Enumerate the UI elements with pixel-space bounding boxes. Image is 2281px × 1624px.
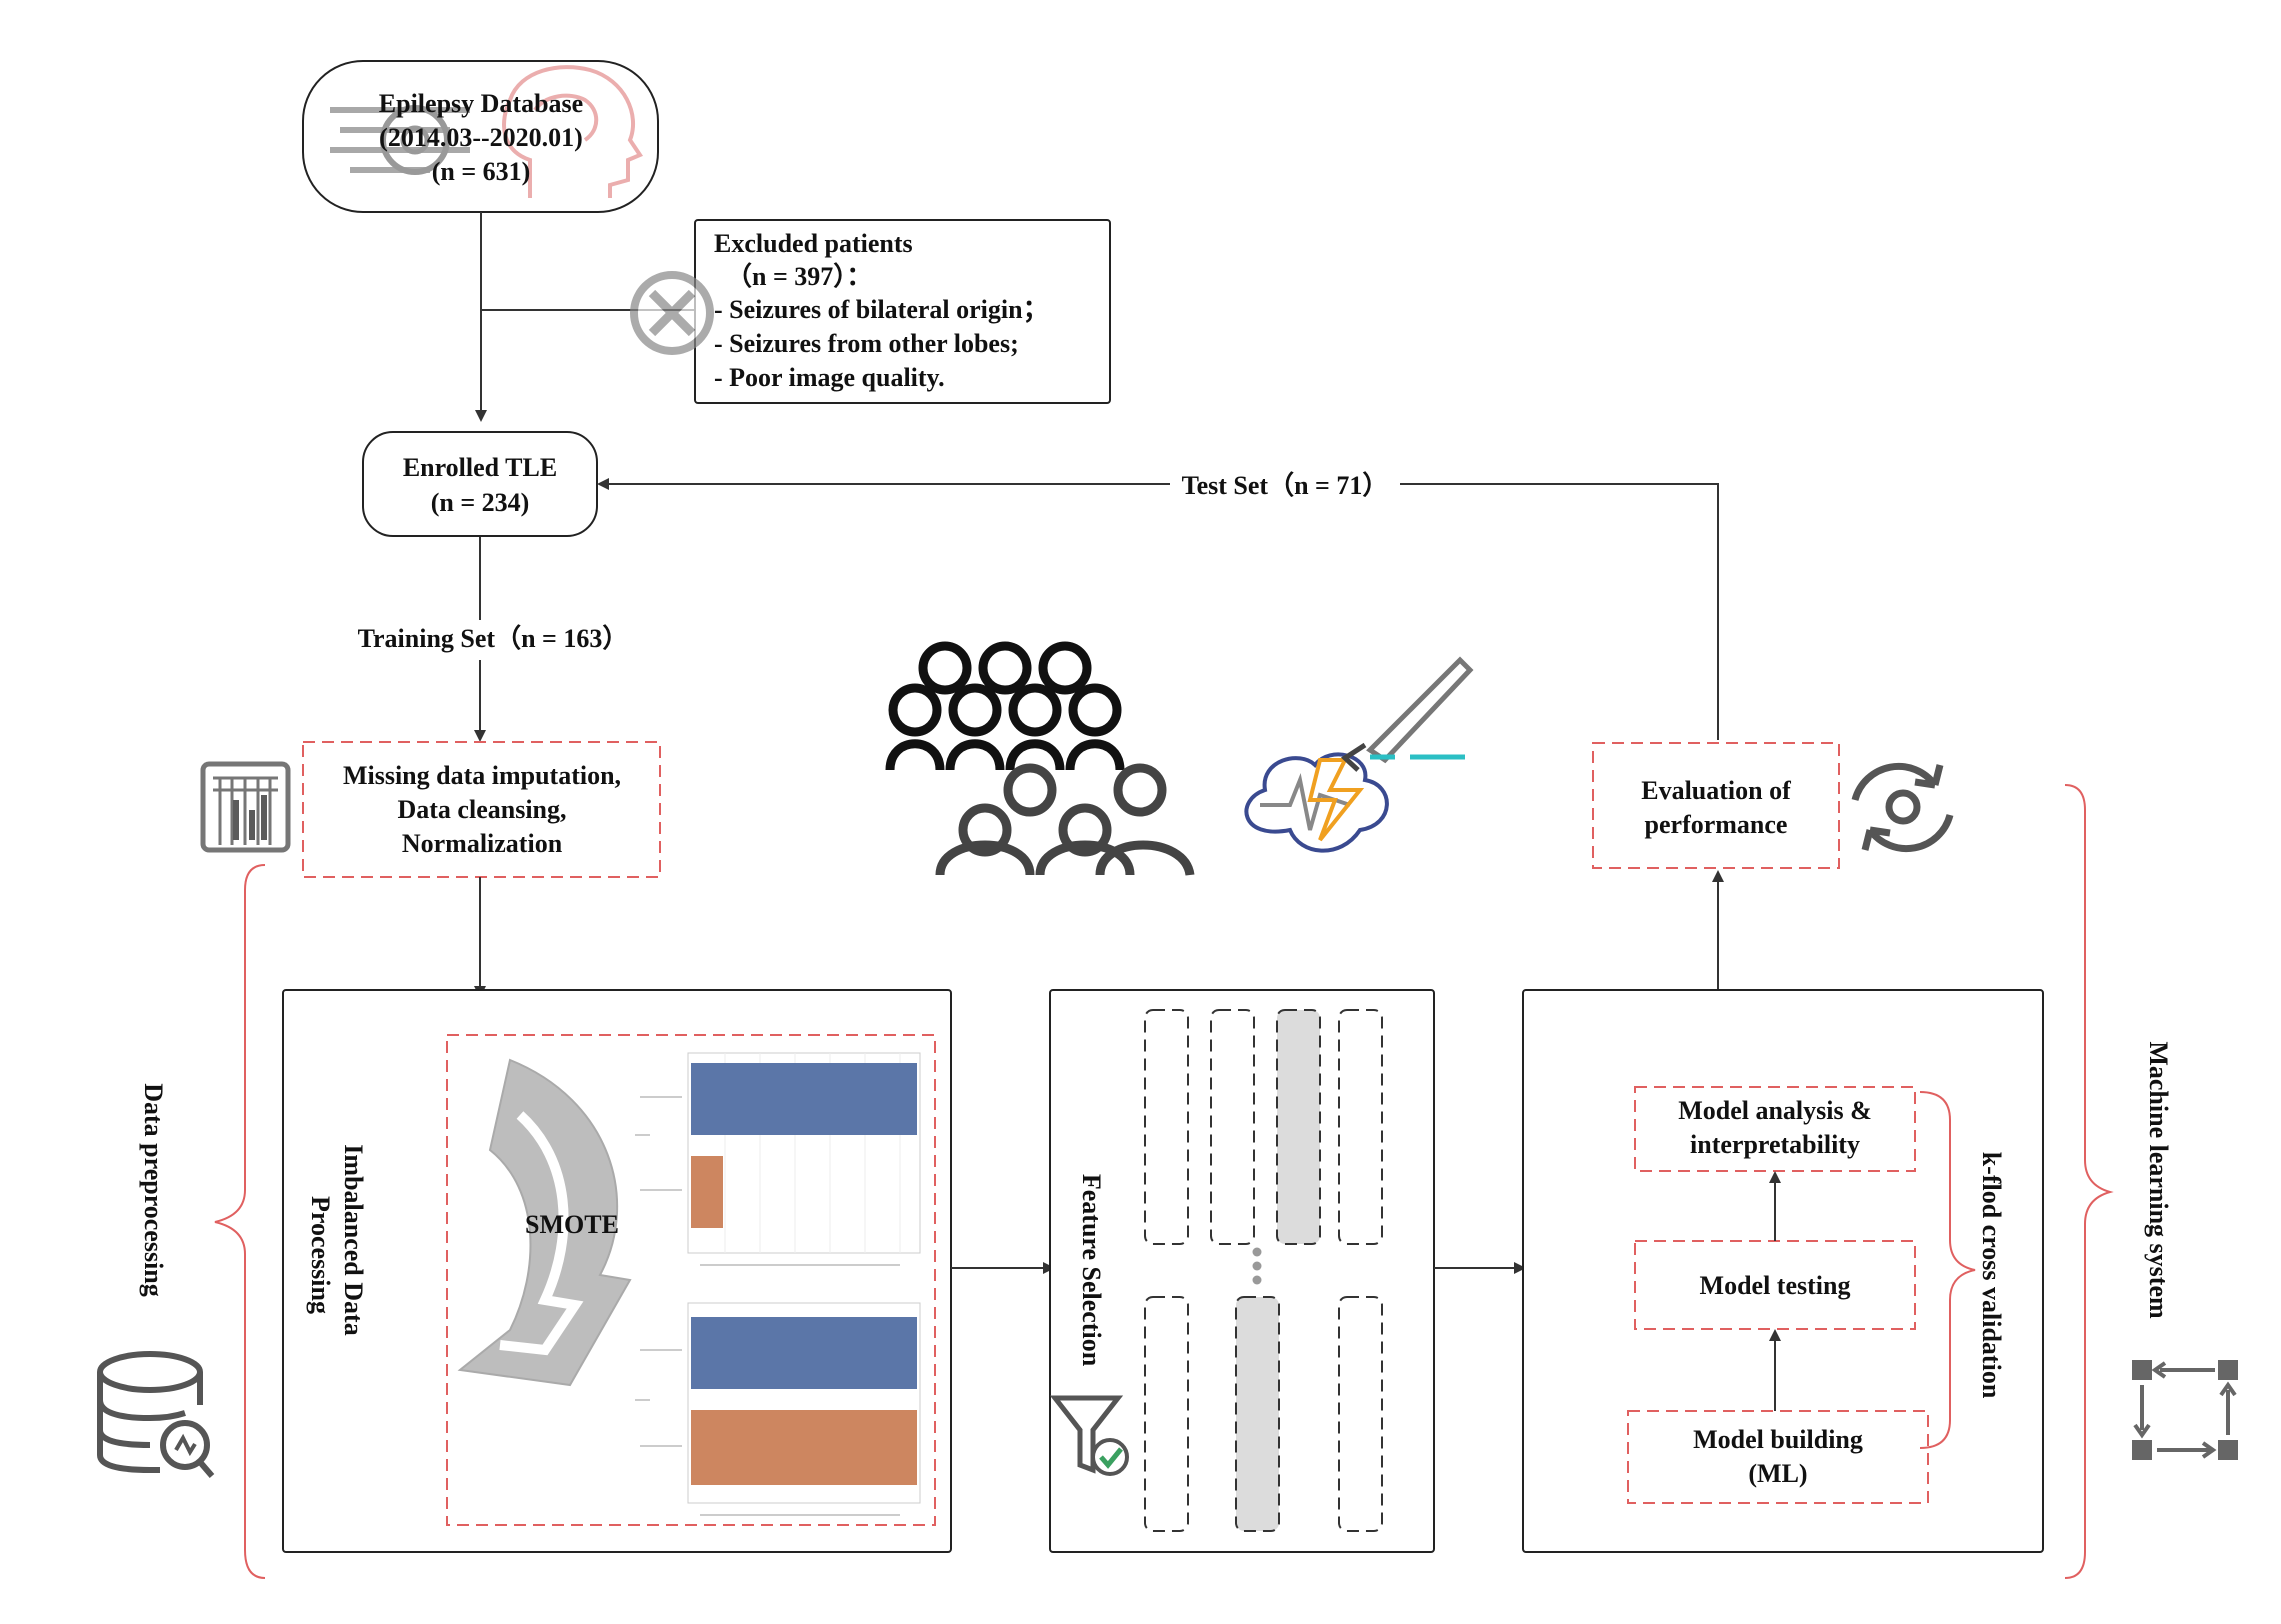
bar-majority (691, 1317, 917, 1389)
model-analysis-line1: Model analysis & (1678, 1096, 1872, 1125)
excluded-node: Excluded patients （n = 397）： - Seizures … (694, 219, 1111, 404)
database-node: Epilepsy Database (2014.03--2020.01) (n … (302, 60, 659, 213)
evaluation-node: Evaluation of performance (1592, 742, 1840, 869)
preprocess-line2: Data cleansing, (398, 795, 567, 824)
cycle-eye-icon (1851, 762, 1954, 853)
feature-selection-title: Feature Selection (1077, 1174, 1106, 1367)
brain-head-icon (330, 65, 644, 198)
workflow-icon (2132, 1360, 2238, 1460)
bar-chart-before (635, 1052, 921, 1266)
evaluation-line2: performance (1645, 810, 1788, 839)
spreadsheet-icon (200, 761, 291, 853)
smote-label: SMOTE (525, 1210, 619, 1239)
imbalanced-title-2: Processing (306, 1196, 335, 1314)
enrolled-count: (n = 234) (431, 488, 530, 517)
brain-lightning-icon (1244, 656, 1474, 853)
enrolled-title: Enrolled TLE (403, 453, 557, 482)
line-test-set (1400, 483, 1719, 740)
database-search-icon (97, 1351, 215, 1478)
model-analysis-line2: interpretability (1690, 1130, 1860, 1159)
training-set-label: Training Set（n = 163） (358, 624, 629, 653)
test-set-label: Test Set（n = 71） (1182, 471, 1389, 500)
smote-arrow-icon (457, 1058, 632, 1387)
excluded-item: - Seizures of bilateral origin； (714, 295, 1049, 324)
imbalanced-title-1: Imbalanced Data (339, 1144, 368, 1335)
preprocess-line3: Normalization (402, 829, 563, 858)
enrolled-node: Enrolled TLE (n = 234) (362, 431, 598, 537)
ml-system-label: Machine learning system (2144, 1041, 2173, 1319)
database-count: (n = 631) (432, 157, 531, 186)
excluded-title: Excluded patients (714, 229, 913, 258)
feature-selection-panel: Feature Selection (1049, 989, 1435, 1553)
database-dates: (2014.03--2020.01) (379, 123, 583, 152)
imbalanced-panel: Imbalanced Data Processing SMOTE (282, 989, 952, 1553)
bar-minority (691, 1410, 917, 1485)
model-building-line2: (ML) (1748, 1459, 1807, 1488)
excluded-count: （n = 397）： (726, 262, 872, 291)
kfold-brace (1919, 1091, 1976, 1449)
evaluation-line1: Evaluation of (1641, 776, 1791, 805)
kfold-label: k-flod cross validation (1977, 1152, 2006, 1399)
excluded-x-icon (630, 271, 714, 355)
bar-minority (691, 1156, 723, 1228)
bar-chart-after (635, 1302, 921, 1516)
database-title: Epilepsy Database (379, 89, 583, 118)
crowd-icon (885, 641, 1195, 877)
data-preprocessing-label: Data preprocessing (139, 1083, 168, 1297)
filter-check-icon (1049, 1395, 1129, 1476)
ml-panel: Model analysis & interpretability Model … (1522, 989, 2044, 1553)
bar-majority (691, 1063, 917, 1135)
data-preprocessing-brace (214, 864, 266, 1579)
model-testing-label: Model testing (1700, 1271, 1851, 1300)
model-building-line1: Model building (1693, 1425, 1863, 1454)
preprocess-line1: Missing data imputation, (343, 761, 621, 790)
preprocess-node: Missing data imputation, Data cleansing,… (302, 741, 661, 878)
excluded-item: - Seizures from other lobes; (714, 329, 1019, 358)
excluded-item: - Poor image quality. (714, 363, 945, 392)
ml-system-brace (2064, 784, 2114, 1579)
